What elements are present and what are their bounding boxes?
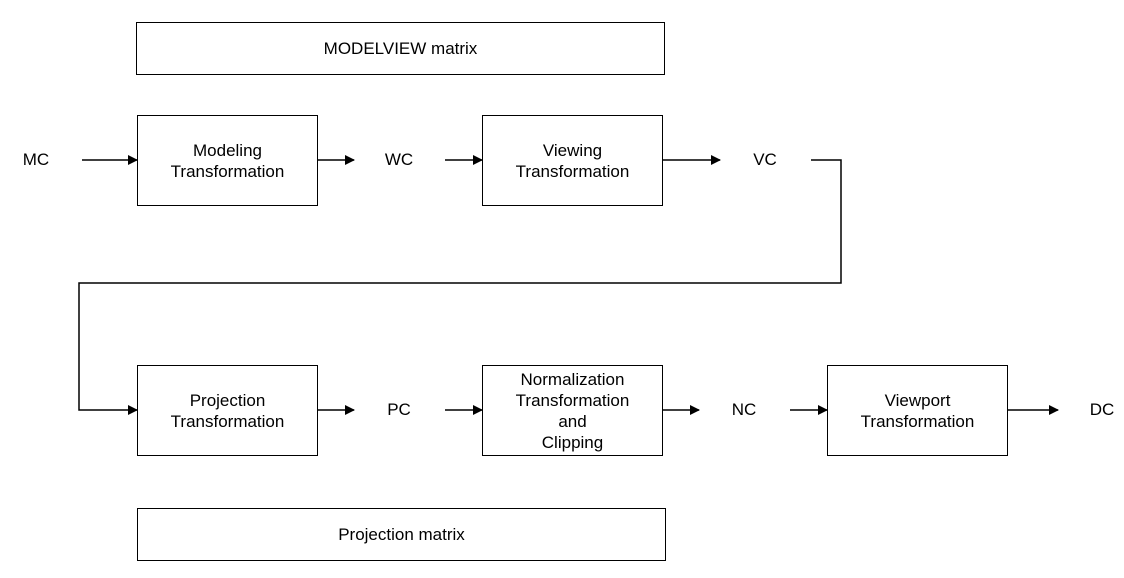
arrow-vc-to-projection — [78, 159, 842, 415]
node-wc: WC — [384, 150, 414, 169]
viewport-line-2: Transformation — [860, 411, 975, 431]
viewport-line-1: Viewport — [884, 390, 951, 410]
projection-transformation-box: Projection Transformation — [137, 365, 318, 456]
normalization-transformation-box: Normalization Transformation and Clippin… — [482, 365, 663, 456]
normalization-line-1: Normalization — [520, 369, 625, 389]
projection-matrix-label: Projection matrix — [338, 525, 465, 544]
modeling-transformation-box: Modeling Transformation — [137, 115, 318, 206]
projection-matrix-box: Projection matrix — [137, 508, 666, 561]
node-pc: PC — [387, 400, 411, 419]
modelview-matrix-label: MODELVIEW matrix — [323, 39, 478, 58]
viewport-transformation-box: Viewport Transformation — [827, 365, 1008, 456]
node-nc: NC — [731, 400, 757, 419]
node-vc: VC — [753, 150, 777, 169]
normalization-line-3: and — [558, 411, 587, 431]
viewing-line-1: Viewing — [542, 140, 603, 160]
projection-line-2: Transformation — [170, 411, 285, 431]
modelview-matrix-box: MODELVIEW matrix — [136, 22, 665, 75]
modeling-line-1: Modeling — [193, 140, 262, 160]
viewing-line-2: Transformation — [515, 161, 630, 181]
normalization-line-4: Clipping — [541, 432, 604, 452]
projection-line-1: Projection — [189, 390, 266, 410]
viewing-transformation-box: Viewing Transformation — [482, 115, 663, 206]
node-mc: MC — [22, 150, 50, 169]
modeling-line-2: Transformation — [170, 161, 285, 181]
normalization-line-2: Transformation — [515, 390, 630, 410]
node-dc: DC — [1089, 400, 1115, 419]
